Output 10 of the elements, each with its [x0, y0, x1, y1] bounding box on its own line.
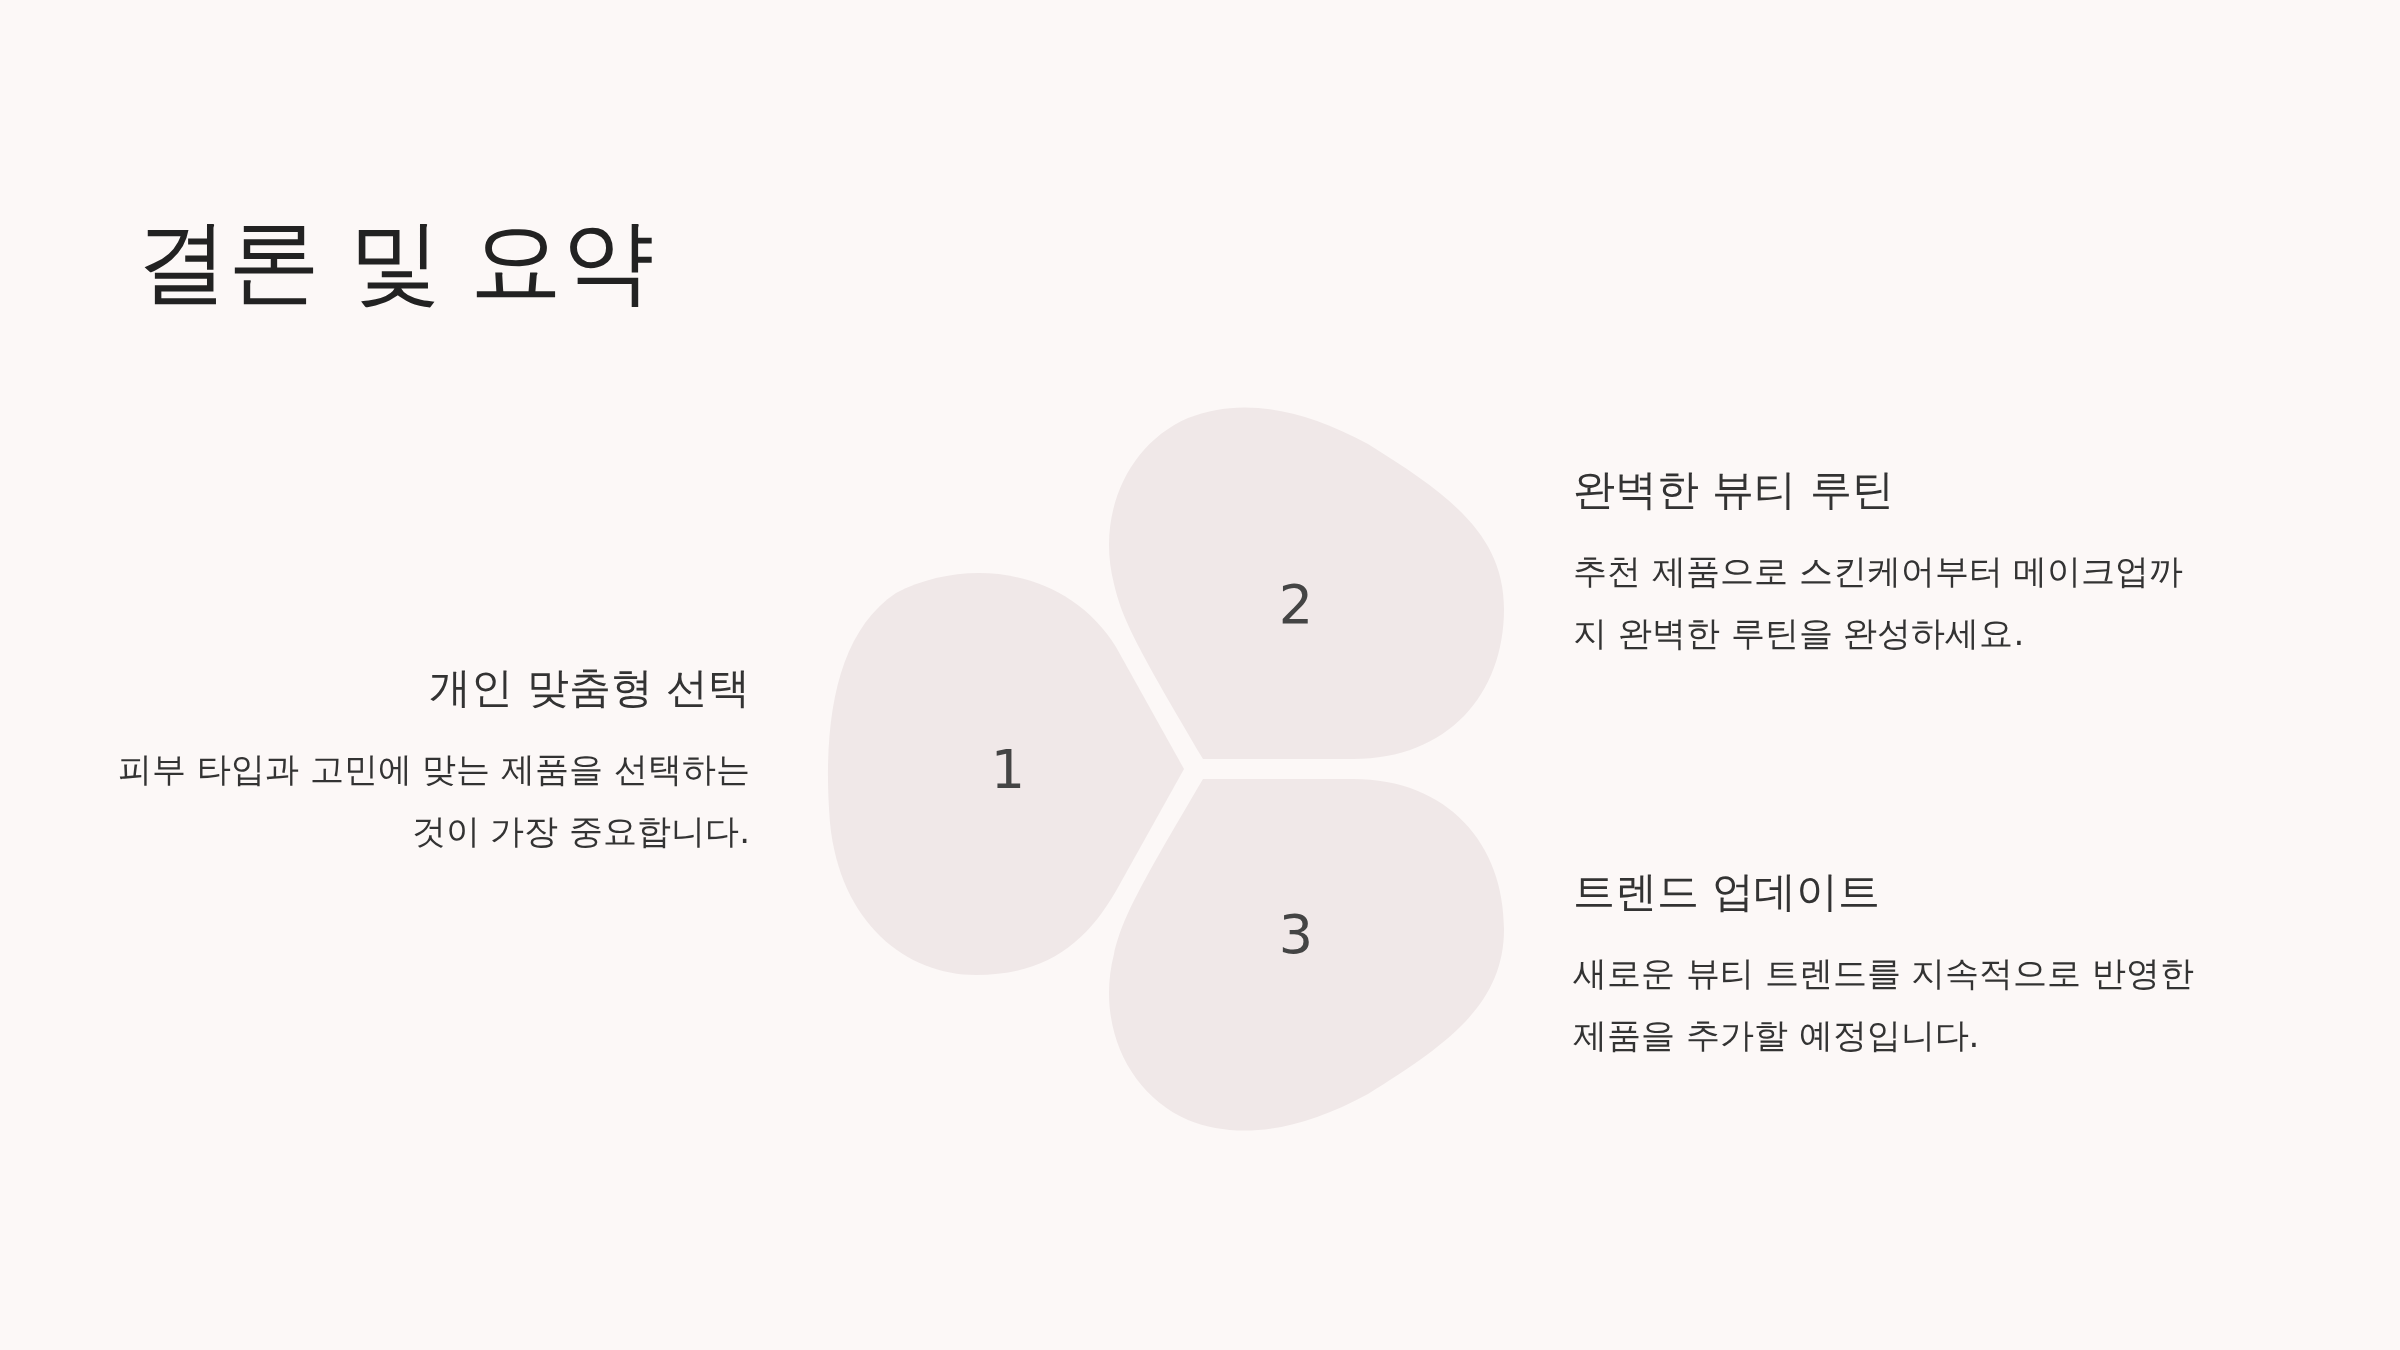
step-number: 2 [1278, 572, 1314, 636]
step-number: 3 [1278, 902, 1314, 966]
description-text: 새로운 뷰티 트렌드를 지속적으로 반영한 제품을 추가할 예정입니다. [1573, 952, 2196, 1057]
slide-title: 결론 및 요약 [136, 207, 655, 317]
section-heading: 개인 맞춤형 선택 [429, 662, 750, 714]
section-heading: 트렌드 업데이트 [1573, 866, 1881, 918]
description-text: 추천 제품으로 스킨케어부터 메이크업까지 완벽한 루틴을 완성하세요. [1573, 550, 2185, 655]
description-text: 피부 타입과 고민에 맞는 제품을 선택하는 것이 가장 중요합니다. [116, 748, 750, 853]
step-number: 1 [990, 737, 1026, 801]
section-heading: 완벽한 뷰티 루틴 [1573, 464, 1894, 516]
